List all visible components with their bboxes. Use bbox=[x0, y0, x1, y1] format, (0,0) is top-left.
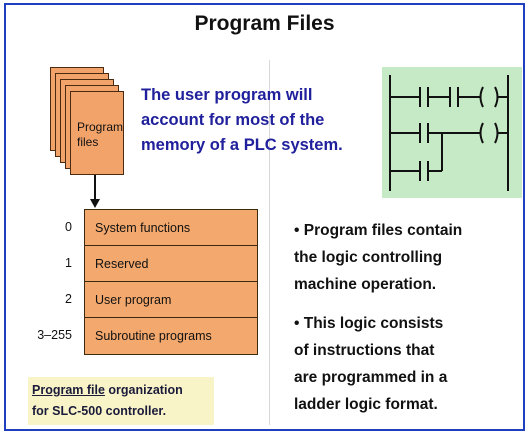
intro-text: The user program will account for most o… bbox=[141, 83, 371, 158]
memory-row: User program bbox=[85, 282, 257, 318]
intro-line: memory of a PLC system. bbox=[141, 136, 343, 154]
caption-line2: for SLC-500 controller. bbox=[32, 404, 167, 418]
memory-table: System functions Reserved User program S… bbox=[84, 209, 258, 355]
bullet-list: • Program files contain the logic contro… bbox=[294, 217, 519, 430]
ladder-logic-icon bbox=[389, 75, 509, 191]
bullet-line: ladder logic format. bbox=[294, 396, 438, 413]
slide-title: Program Files bbox=[194, 12, 335, 35]
memory-row: Reserved bbox=[85, 246, 257, 282]
memory-row: Subroutine programs bbox=[95, 329, 212, 343]
intro-line: account for most of the bbox=[141, 111, 325, 129]
bullet-line: of instructions that bbox=[294, 342, 435, 359]
file-card-front: Program files bbox=[70, 91, 124, 175]
address-label: 3–255 bbox=[37, 328, 72, 342]
bullet-line: the logic controlling bbox=[294, 249, 443, 266]
file-label-line2: files bbox=[77, 135, 99, 149]
figure-caption: Program file organization for SLC-500 co… bbox=[28, 377, 214, 425]
divider-line bbox=[269, 60, 270, 425]
bullet-line: machine operation. bbox=[294, 276, 437, 293]
bullet-item: • This logic consists of instructions th… bbox=[294, 310, 519, 418]
file-label-line1: Program bbox=[77, 120, 124, 134]
ladder-logic-diagram bbox=[382, 67, 522, 198]
bullet-item: • Program files contain the logic contro… bbox=[294, 217, 519, 298]
bullet-line: • This logic consists bbox=[294, 315, 444, 332]
address-label: 0 bbox=[65, 220, 72, 234]
slide: Program Files Program files The user pro… bbox=[4, 3, 525, 431]
address-label: 2 bbox=[65, 292, 72, 306]
caption-rest: organization bbox=[104, 383, 183, 397]
bullet-line: • Program files contain bbox=[294, 222, 463, 239]
address-label: 1 bbox=[65, 256, 72, 270]
memory-row: System functions bbox=[85, 210, 257, 246]
caption-underlined: Program file bbox=[32, 383, 105, 397]
arrow-down-icon bbox=[90, 175, 100, 208]
intro-line: The user program will bbox=[141, 86, 313, 104]
bullet-line: are programmed in a bbox=[294, 369, 448, 386]
